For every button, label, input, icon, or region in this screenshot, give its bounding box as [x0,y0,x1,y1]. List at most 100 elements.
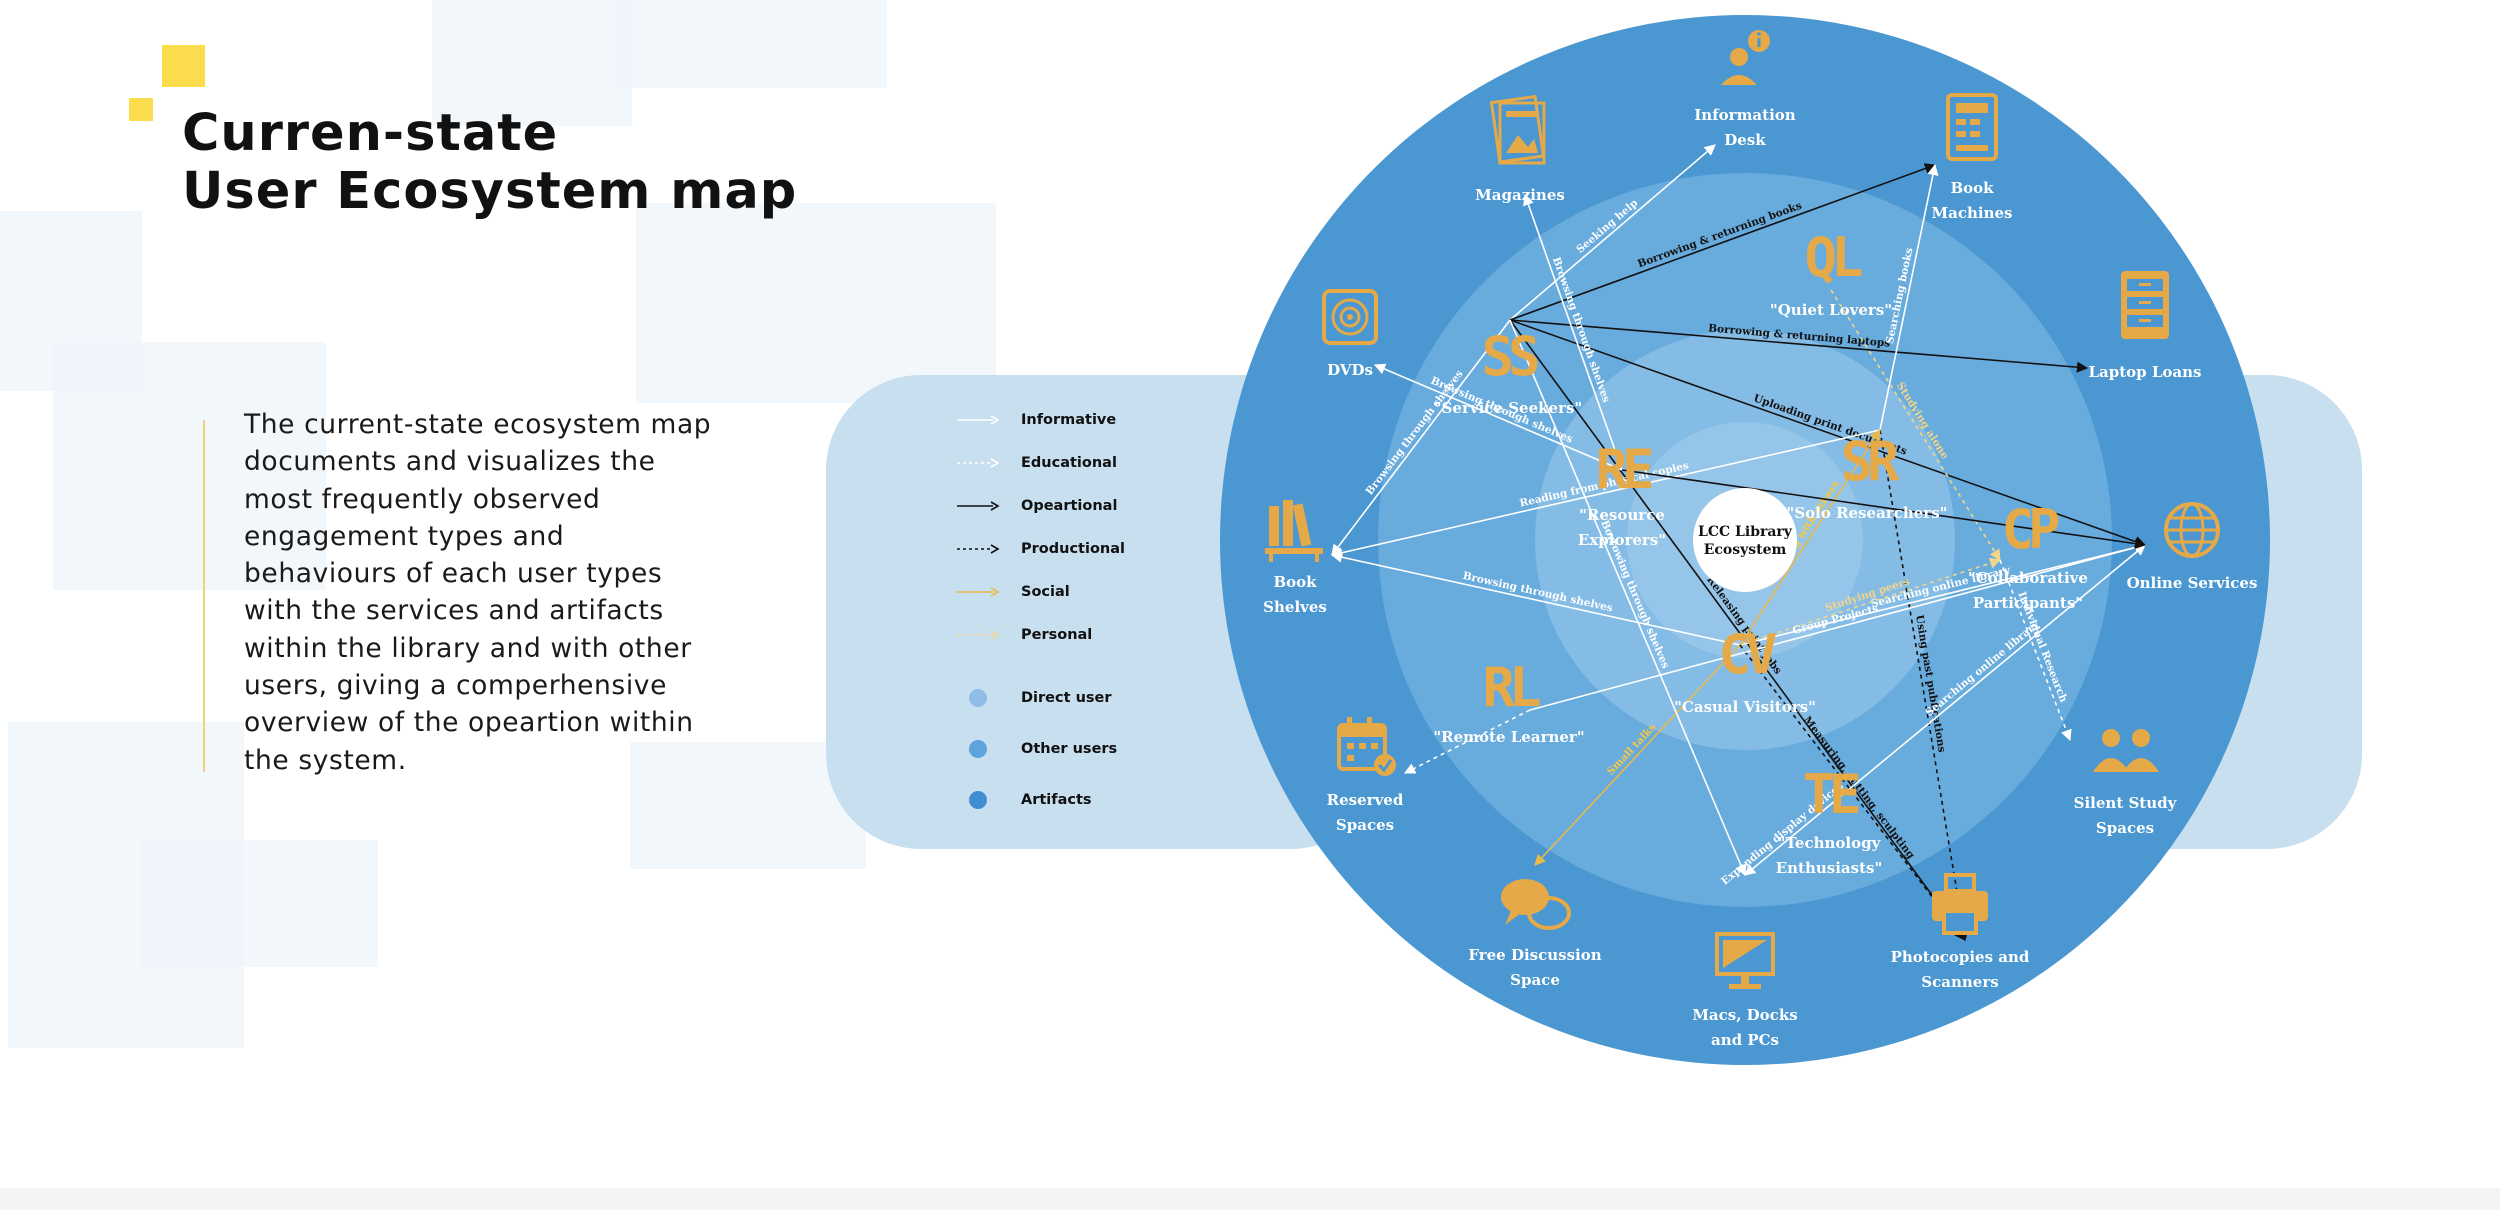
artifact-macs: Macs, Docks and PCs [1692,932,1798,1049]
legend-row-productional: Productional [955,537,1125,561]
user-label: "Remote Learner" [1433,728,1584,746]
book-machine-icon [1946,93,1998,161]
accent-square-small [129,98,153,121]
legend-dot [969,740,987,758]
legend-label: Productional [1021,541,1125,557]
books-icon [1265,500,1323,562]
accent-square-large [162,45,205,87]
artifact-laptop-loans: Laptop Loans [2088,271,2202,381]
people-icon [2093,729,2159,772]
user-label: "Solo Researchers" [1787,504,1948,522]
edge-service_seekers-to-book_machines [1509,163,1937,321]
edge-solo_researchers-to-book_shelves [1330,429,1881,559]
artifact-label: Reserved [1327,791,1404,809]
artifact-label: Desk [1724,131,1766,149]
user-service-seekers: SS "Service Seekers" [1434,325,1582,417]
user-label: Enthusiasts" [1776,859,1883,877]
artifact-label: Macs, Docks [1692,1006,1797,1024]
chat-bubbles-icon [1501,879,1571,930]
printer-icon [1932,873,1988,935]
artifact-label: Spaces [2096,819,2154,837]
user-label: Participants" [1973,594,2083,612]
legend-label: Opeartional [1021,498,1118,514]
legend-row-node-type: Other users [955,737,1117,761]
artifact-online-services: Online Services [2127,502,2258,592]
artifact-label: Online Services [2127,574,2258,592]
legend-label: Personal [1021,627,1093,643]
edge-quiet_lovers-to-collaborative [1830,289,2001,561]
legend-row-personal: Personal [955,623,1092,647]
artifact-label: and PCs [1711,1031,1779,1049]
legend-line-swatch [957,630,1000,640]
decor-square [615,0,887,88]
artifact-label: Machines [1932,204,2013,222]
artifact-label: DVDs [1327,361,1373,379]
user-label: "Technology [1778,834,1882,852]
user-glyph-icon: TE [1802,763,1858,826]
title-line-2: User Ecosystem map [182,162,798,221]
page-title: Curren-state User Ecosystem map [182,105,797,221]
info-person-icon [1721,30,1770,85]
user-glyph-icon: SS [1481,325,1538,388]
legend-row-node-type: Direct user [955,686,1112,710]
edge-service_seekers-to-book_shelves [1331,319,1511,556]
decor-square [53,342,326,590]
disc-icon [1322,289,1378,345]
legend-label: Educational [1021,455,1117,471]
legend-label: Artifacts [1021,792,1092,808]
legend-row-informative: Informative [955,408,1116,432]
center-label-line-1: LCC Library [1698,524,1793,540]
artifact-label: Free Discussion [1468,946,1601,964]
artifact-label: Information [1694,106,1796,124]
calendar-icon [1337,717,1396,776]
legend-line-swatch [957,544,1000,554]
user-label: "Collaborative [1968,569,2088,587]
legend-label: Direct user [1021,690,1112,706]
user-glyph-icon: CV [1718,623,1777,686]
user-label: "Resource [1579,506,1665,524]
legend-label: Other users [1021,741,1118,757]
artifact-label: Photocopies and [1891,948,2030,966]
user-label: "Service Seekers" [1434,399,1582,417]
legend-line-swatch [957,415,1000,425]
edge-casual_visitors-to-photocopies [1739,644,1966,941]
bottom-strip [0,1188,2500,1210]
edge-resource_explorers-to-dvds [1373,363,1623,471]
edge-casual_visitors-to-collaborative [1739,557,2002,646]
legend-dot [969,689,987,707]
laptop-cabinet-icon [2121,271,2169,339]
ecosystem-center [1693,488,1797,592]
edge-service_seekers-to-info_desk [1509,144,1716,321]
edge-casual_visitors-to-online_services [1739,541,2147,646]
edge-casual_visitors-to-free_discussion [1534,644,1741,866]
user-remote-learner: RL "Remote Learner" [1433,656,1584,746]
artifact-label: Book [1950,179,1994,197]
artifact-label: Book [1273,573,1317,591]
artifact-label: Magazines [1475,186,1565,204]
edge-resource_explorers-to-online_services [1621,469,2147,550]
edge-service_seekers-to-photocopies [1509,319,1966,941]
decor-square [636,203,996,403]
user-glyph-icon: RL [1482,656,1540,719]
artifact-magazines: Magazines [1475,94,1565,204]
legend-row-opeartional: Opeartional [955,494,1117,518]
edge-service_seekers-to-laptop_loans [1509,319,2089,373]
edge-service_seekers-to-macs [1509,319,1747,877]
edge-casual_visitors-to-book_shelves [1330,551,1741,646]
edge-collaborative-to-silent_study [1999,559,2072,742]
user-label: "Casual Visitors" [1674,698,1816,716]
user-label: "Quiet Lovers" [1770,301,1892,319]
edge-service_seekers-to-online_services [1509,319,2147,547]
artifact-label: Shelves [1263,598,1327,616]
